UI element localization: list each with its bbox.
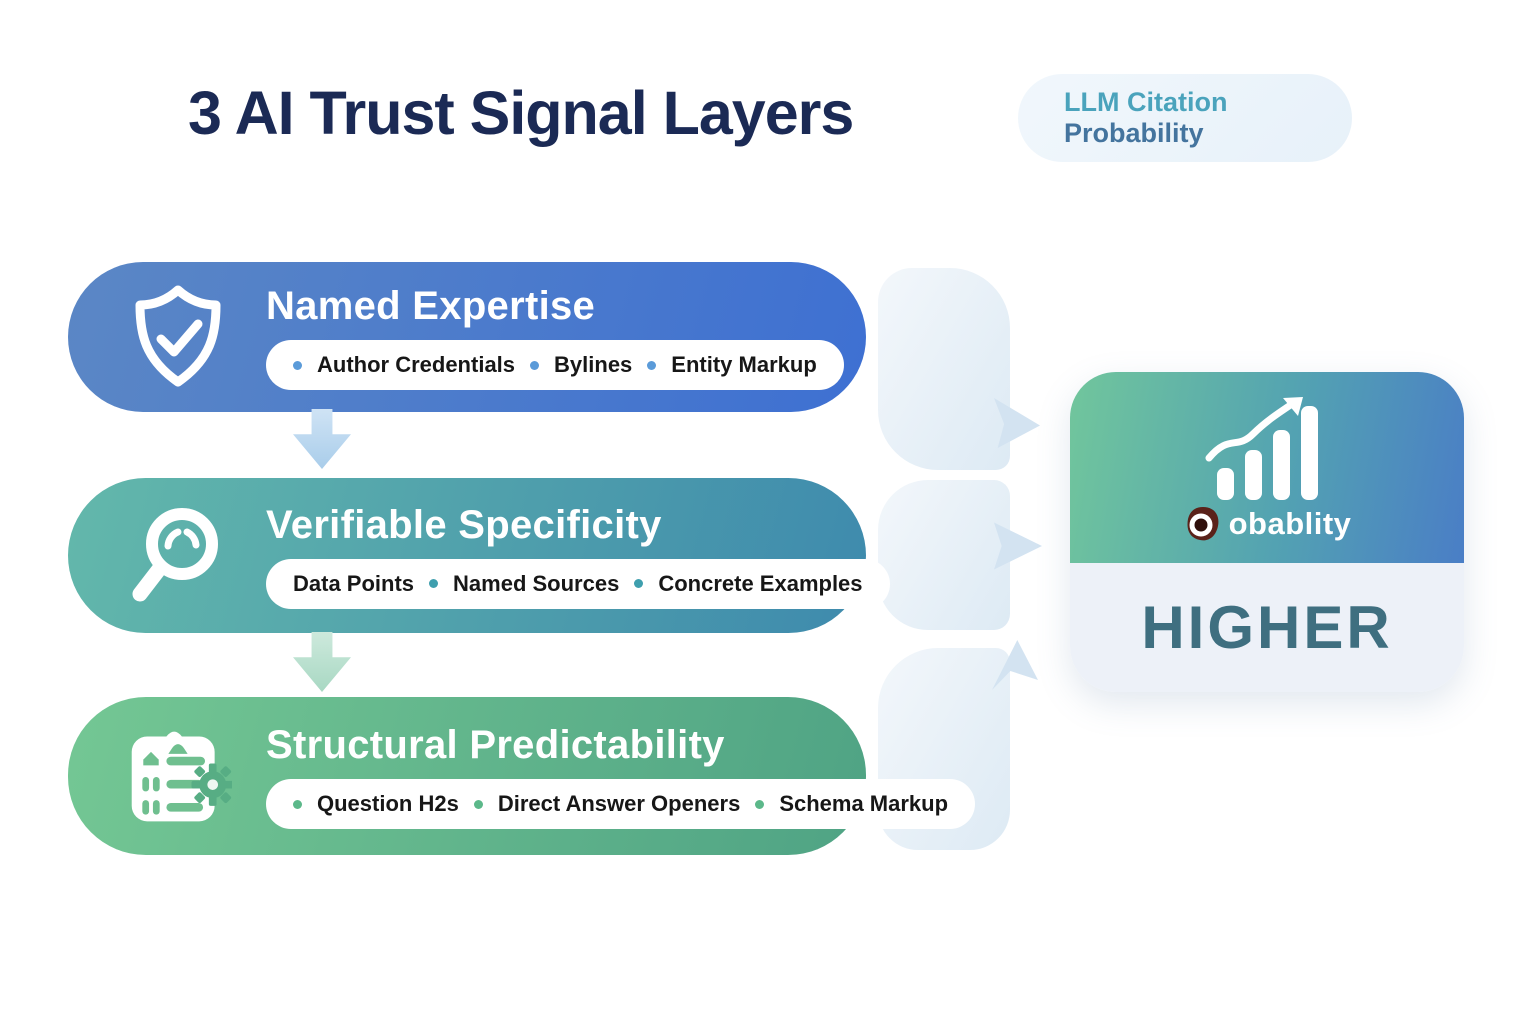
layer-item: Question H2s <box>317 791 459 816</box>
layer-item: Data Points <box>293 570 415 596</box>
layer-title: Verifiable Specificity <box>266 502 662 547</box>
layer-title: Structural Predictability <box>266 723 725 767</box>
bullet-dot <box>530 360 540 370</box>
badge-line-2: Probability <box>1064 118 1204 148</box>
higher-label: HIGHER <box>1141 594 1393 661</box>
down-arrow-icon <box>293 632 351 692</box>
layer-items-pill: Question H2s Direct Answer Openers Schem… <box>266 779 976 829</box>
bullet-dot <box>293 799 302 809</box>
layer-item: Direct Answer Openers <box>497 791 741 816</box>
brand-text: obablity <box>1228 506 1352 541</box>
bullet-dot <box>634 579 644 588</box>
layer-item: Schema Markup <box>779 791 949 816</box>
llm-citation-probability-badge: LLM Citation Probability <box>1018 74 1352 162</box>
shield-check-icon <box>124 281 232 393</box>
layer-item: Concrete Examples <box>658 570 863 596</box>
layer-items-pill: Author Credentials Bylines Entity Markup <box>266 340 844 390</box>
flow-shape-middle <box>878 480 1010 630</box>
bullet-dot <box>429 579 439 588</box>
layer-title: Named Expertise <box>266 284 596 328</box>
bullet-dot <box>293 360 302 370</box>
brand-o-icon <box>1187 507 1219 541</box>
bullet-dot <box>647 360 657 370</box>
layer-card-named-expertise: Named Expertise Author Credentials Bylin… <box>68 262 866 412</box>
layer-item: Entity Markup <box>671 352 817 377</box>
layer-items-pill: Data Points Named Sources Concrete Examp… <box>266 558 890 609</box>
result-card: obablity HIGHER <box>1070 372 1464 692</box>
rising-bar-chart-icon <box>1205 397 1318 500</box>
layer-item: Bylines <box>554 352 633 377</box>
layer-card-verifiable-specificity: Verifiable Specificity Data Points Named… <box>68 478 890 633</box>
bullet-dot <box>755 799 765 809</box>
flow-shape-top <box>878 268 1010 470</box>
brand-row: obablity <box>1183 504 1352 544</box>
magnifier-icon <box>124 500 232 612</box>
layer-card-structural-predictability: Structural Predictability Question H2s D… <box>68 697 976 855</box>
badge-line-1: LLM Citation <box>1064 86 1228 117</box>
down-arrow-icon <box>293 409 351 469</box>
checklist-gear-icon <box>124 720 232 832</box>
result-card-top: obablity <box>1070 372 1464 563</box>
bullet-dot <box>473 799 483 809</box>
gear-icon <box>191 763 232 806</box>
layer-item: Named Sources <box>453 570 620 596</box>
result-card-bottom: HIGHER <box>1070 563 1464 692</box>
layer-item: Author Credentials <box>317 352 516 377</box>
page-title: 3 AI Trust Signal Layers <box>188 79 854 147</box>
